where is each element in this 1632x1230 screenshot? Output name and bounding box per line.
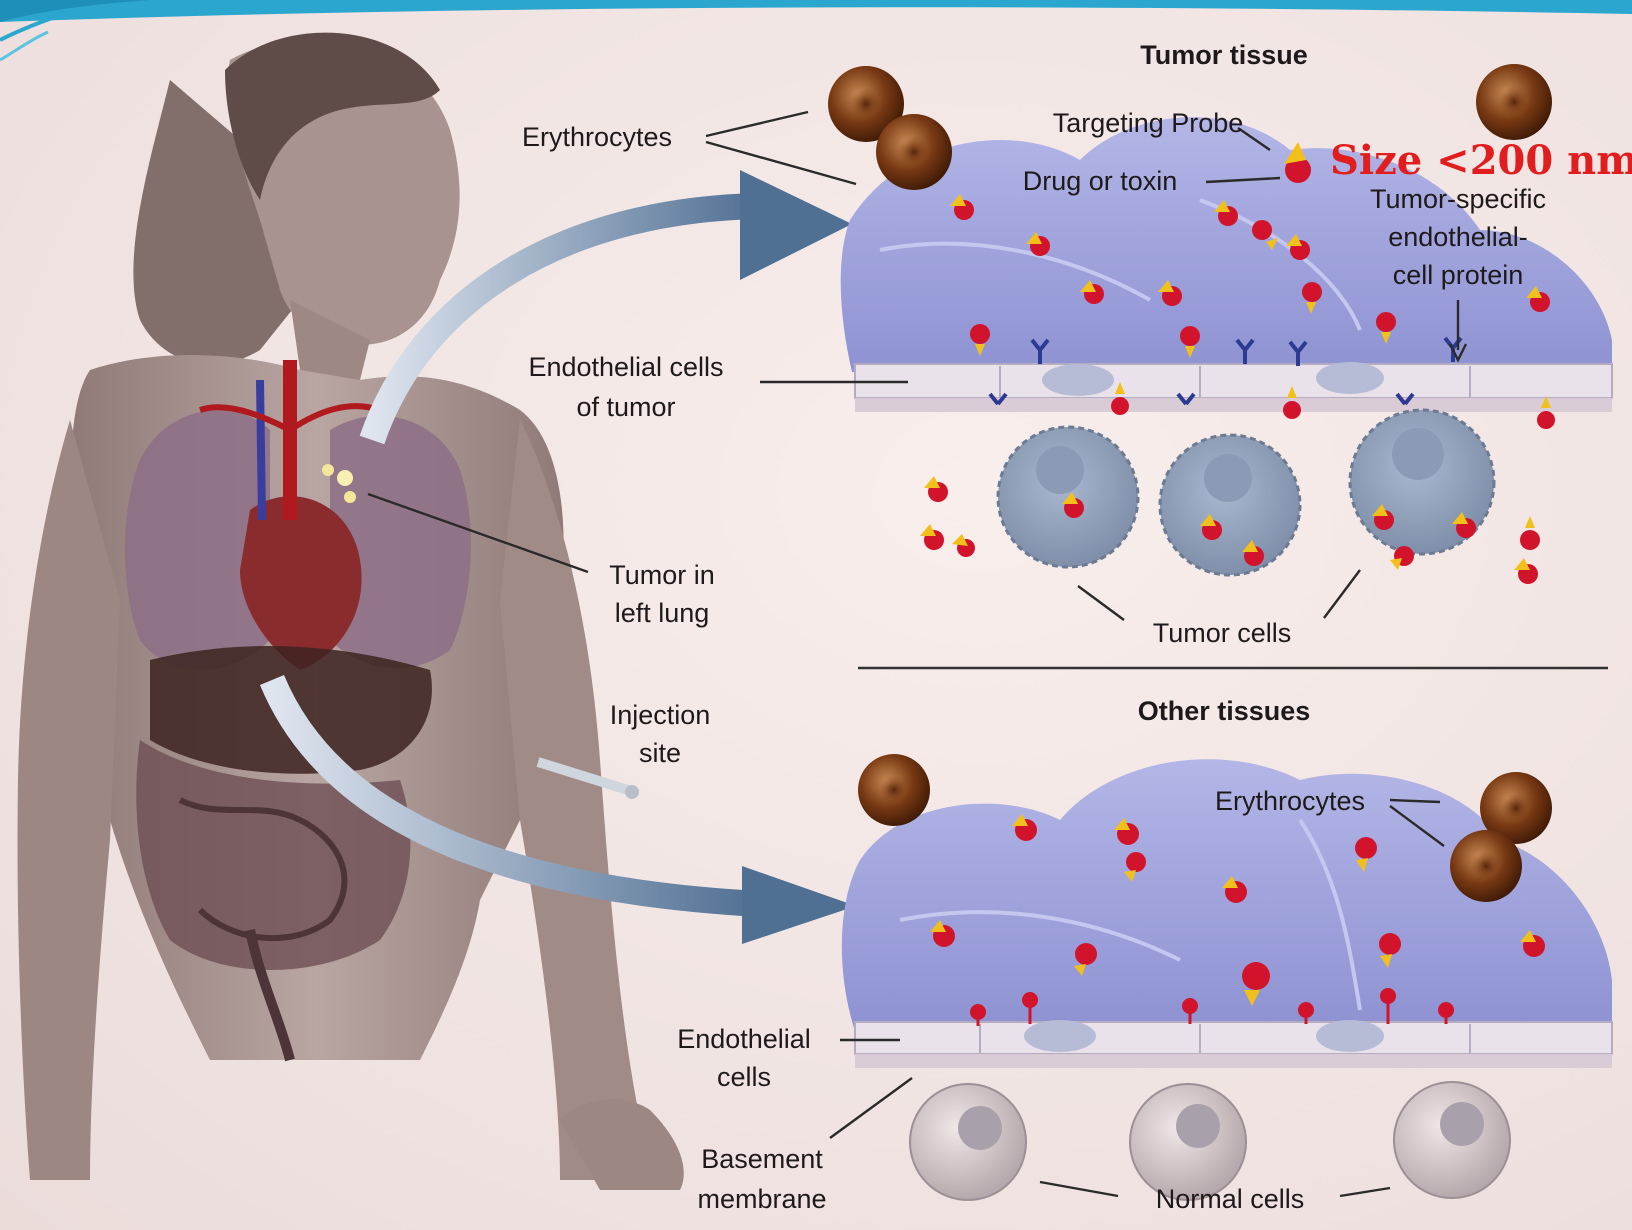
injection-site-label-1: Injection xyxy=(610,700,711,730)
erythrocytes-label-bottom: Erythrocytes xyxy=(1215,786,1365,816)
tumor-spot xyxy=(337,470,353,486)
tumor-cell xyxy=(1160,435,1300,575)
tumor-tissue-title: Tumor tissue xyxy=(1140,40,1308,70)
drug-or-toxin-label: Drug or toxin xyxy=(1023,166,1178,196)
tumor-endothelial-layer xyxy=(855,364,1612,398)
erythrocyte xyxy=(1450,830,1522,902)
size-annotation: Size <200 nm xyxy=(1330,137,1632,184)
targeting-probe-label: Targeting Probe xyxy=(1053,108,1244,138)
erythrocytes-label-top: Erythrocytes xyxy=(522,122,672,152)
erythrocyte xyxy=(1476,64,1552,140)
endothelial-cells-label-1: Endothelial xyxy=(677,1024,811,1054)
tumor-lung-label-2: left lung xyxy=(615,598,710,628)
erythrocyte xyxy=(858,754,930,826)
normal-cell xyxy=(1394,1082,1510,1198)
normal-cell xyxy=(910,1084,1026,1200)
endothelial-cells-label-2: cells xyxy=(717,1062,771,1092)
normal-endothelial-layer xyxy=(855,1022,1612,1054)
erythrocyte xyxy=(876,114,952,190)
normal-cell xyxy=(1130,1084,1246,1200)
tumor-specific-protein-label-3: cell protein xyxy=(1393,260,1524,290)
injection-site-label-2: site xyxy=(639,738,681,768)
other-tissues-title: Other tissues xyxy=(1138,696,1311,726)
tumor-cells-label: Tumor cells xyxy=(1153,618,1292,648)
tumor-lung-label-1: Tumor in xyxy=(609,560,715,590)
endothelial-tumor-label-2: of tumor xyxy=(576,392,675,422)
basement-membrane-label-1: Basement xyxy=(701,1144,823,1174)
basement-membrane-label-2: membrane xyxy=(697,1184,826,1214)
endothelial-tumor-label-1: Endothelial cells xyxy=(528,352,723,382)
normal-cells-label: Normal cells xyxy=(1156,1184,1305,1214)
tumor-specific-protein-label-1: Tumor-specific xyxy=(1370,184,1546,214)
tumor-specific-protein-label-2: endothelial- xyxy=(1388,222,1528,252)
